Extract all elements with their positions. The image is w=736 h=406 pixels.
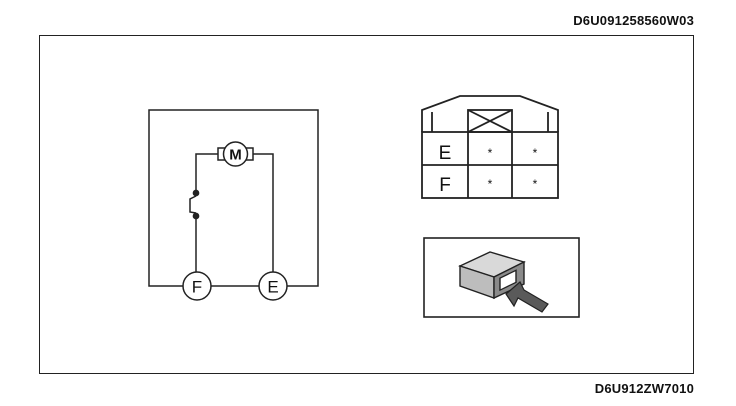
row-e-label: E: [439, 143, 452, 164]
wire-motor-right: [252, 153, 274, 272]
terminal-f-label: F: [192, 278, 202, 297]
terminal-e-label: E: [267, 278, 278, 297]
row-f-pin-2: *: [533, 177, 538, 191]
connector-illustration-frame: [423, 237, 580, 318]
diagram-frame: [39, 35, 694, 374]
motor-label: M: [229, 147, 242, 164]
diagram-code-bottom: D6U912ZW7010: [594, 381, 694, 396]
connector-block-icon: [458, 251, 526, 300]
connector-illustration: [423, 237, 580, 318]
row-e-pin-2: *: [533, 146, 538, 160]
connector-housing: [421, 95, 559, 132]
circuit-outer-wire: [148, 109, 319, 287]
switch-symbol: [189, 189, 200, 220]
connector-face: [421, 95, 559, 199]
arrow-icon: [505, 281, 549, 313]
row-f-pin-1: *: [488, 177, 493, 191]
row-f-label: F: [439, 175, 451, 196]
wire-motor-left: [195, 153, 219, 190]
terminal-f-circle: [182, 271, 212, 301]
terminal-e-circle: [258, 271, 288, 301]
diagram-code-top: D6U091258560W03: [573, 13, 694, 28]
row-e-pin-1: *: [488, 146, 493, 160]
circuit-diagram: [148, 109, 319, 301]
motor-symbol: [217, 141, 254, 167]
